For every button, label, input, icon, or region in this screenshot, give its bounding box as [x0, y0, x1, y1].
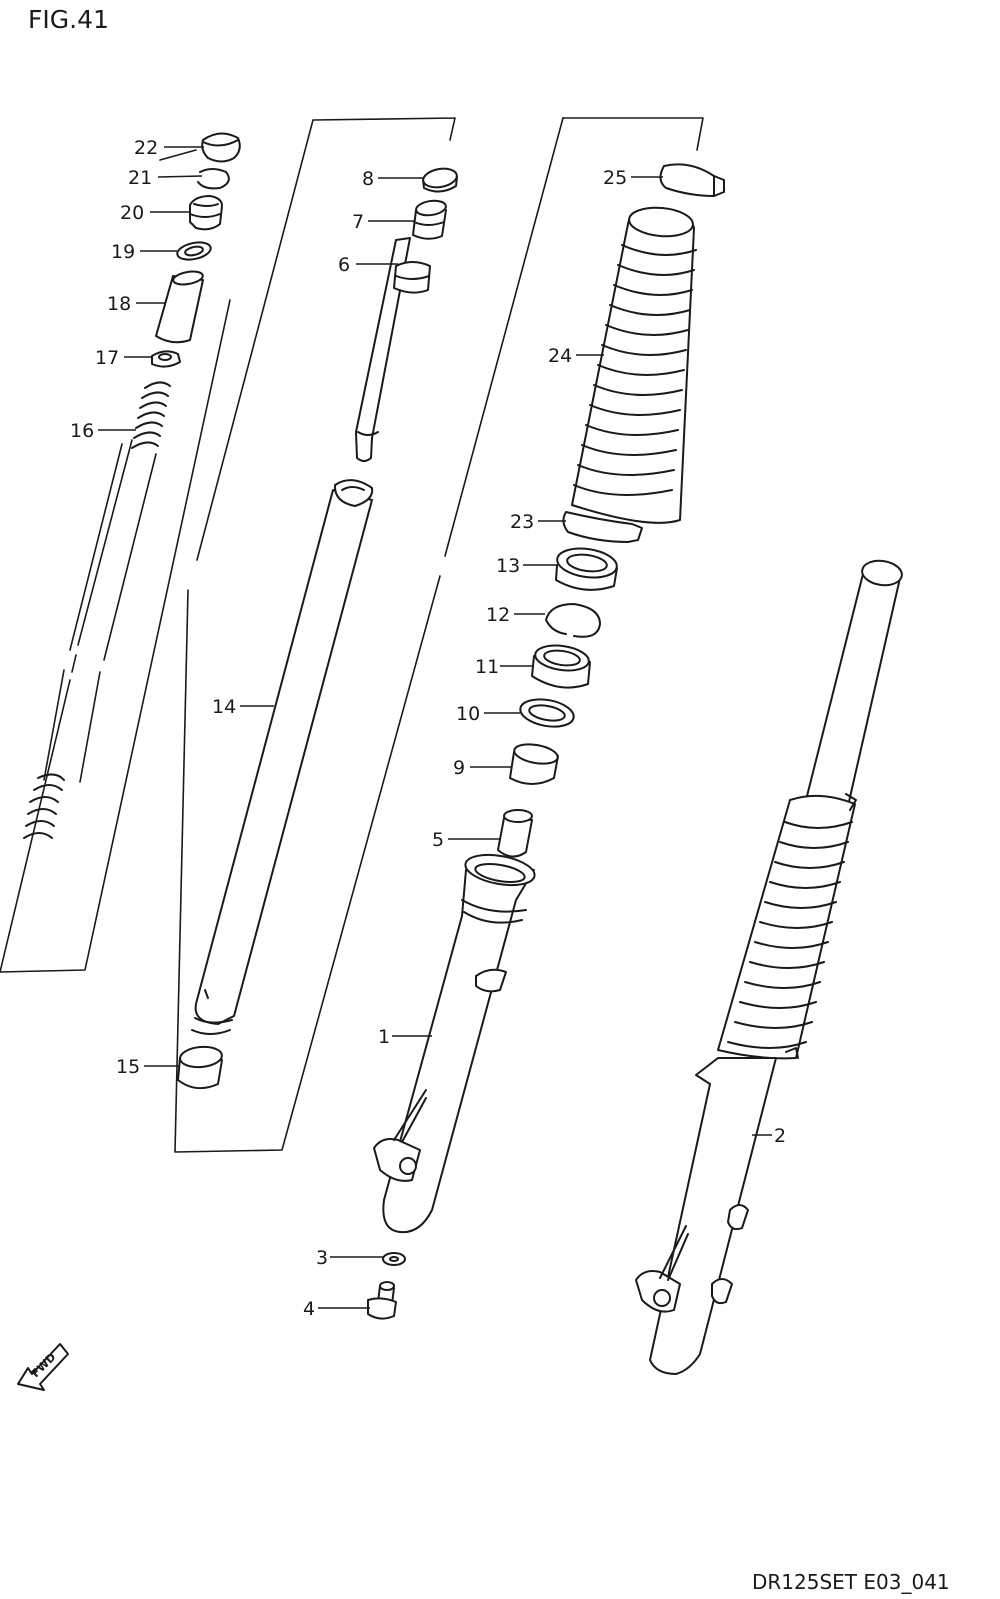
callout-23: 23 — [510, 511, 534, 533]
inner-tube-part-14 — [191, 479, 374, 1035]
fork-spring-part-16 — [23, 381, 171, 839]
slide-bushing-part-15 — [177, 1045, 223, 1090]
callout-3: 3 — [316, 1247, 328, 1269]
callout-24: 24 — [548, 345, 572, 367]
fork-boot-part-24 — [571, 206, 697, 524]
callout-6: 6 — [338, 254, 350, 276]
damper-rod-part-7 — [355, 199, 447, 462]
group-frame-middle — [174, 117, 564, 1153]
oil-seal-part-13 — [555, 547, 618, 591]
group-frame-left — [0, 149, 231, 973]
callout-9: 9 — [453, 757, 465, 779]
figure-title: FIG.41 — [28, 5, 109, 34]
clip-ring-part-21 — [197, 168, 230, 190]
callout-2: 2 — [774, 1125, 786, 1147]
fork-assembly-part-2 — [635, 559, 903, 1375]
callout-18: 18 — [107, 293, 131, 315]
washer-part-10 — [519, 698, 575, 728]
callout-14: 14 — [212, 696, 236, 718]
callout-1: 1 — [378, 1026, 390, 1048]
callout-7: 7 — [352, 211, 364, 233]
callout-17: 17 — [95, 347, 119, 369]
callout-25: 25 — [603, 167, 627, 189]
gasket-washer-part-3 — [382, 1252, 406, 1266]
callout-4: 4 — [303, 1298, 315, 1320]
guide-bushing-part-9 — [509, 743, 559, 785]
boot-clamp-part-25 — [659, 163, 725, 197]
callout-5: 5 — [432, 829, 444, 851]
spacer-part-11 — [531, 644, 591, 689]
drawing-code: DR125SET E03_041 — [752, 1570, 950, 1594]
callout-leaders — [98, 146, 772, 1309]
callout-labels: 22 21 20 19 18 17 16 8 7 6 14 15 25 24 2… — [70, 137, 786, 1320]
piston-ring-part-6 — [393, 261, 431, 294]
outer-tube-part-1 — [373, 853, 536, 1234]
group-frame-right — [562, 117, 704, 151]
seal-part-8 — [422, 167, 458, 193]
stopper-ring-part-12 — [545, 603, 601, 638]
washer-part-19 — [176, 241, 212, 261]
callout-8: 8 — [362, 168, 374, 190]
callout-19: 19 — [111, 241, 135, 263]
forward-direction-arrow-icon: FWD — [17, 1343, 69, 1391]
callout-21: 21 — [128, 167, 152, 189]
callout-13: 13 — [496, 555, 520, 577]
boot-clamp-part-23 — [562, 511, 643, 543]
callout-12: 12 — [486, 604, 510, 626]
callout-16: 16 — [70, 420, 94, 442]
nut-part-17 — [151, 350, 181, 368]
callout-15: 15 — [116, 1056, 140, 1078]
cap-bolt-part-22 — [201, 132, 241, 163]
damper-rod-bolt-part-4 — [367, 1281, 397, 1320]
oil-lock-piece-part-5 — [497, 809, 533, 858]
callout-20: 20 — [120, 202, 144, 224]
callout-10: 10 — [456, 703, 480, 725]
callout-11: 11 — [475, 656, 499, 678]
spacer-tube-part-18 — [155, 270, 204, 344]
spring-seat-part-20 — [189, 195, 223, 231]
callout-22: 22 — [134, 137, 158, 159]
